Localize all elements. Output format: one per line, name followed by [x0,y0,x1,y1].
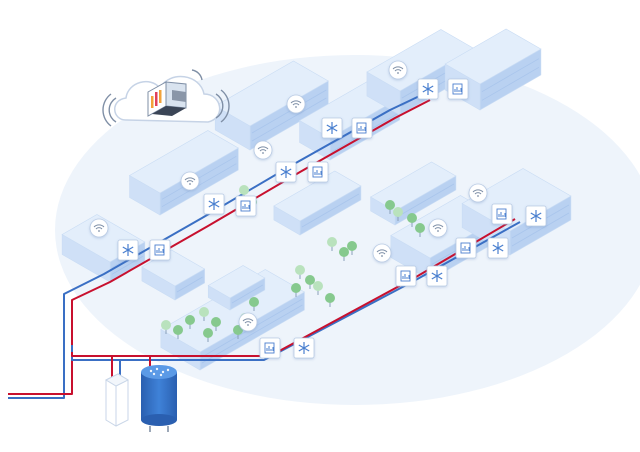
bar-chart-meter-icon [351,117,373,139]
tree [295,265,305,279]
building-south [160,269,306,371]
wifi-icon [388,60,408,80]
bar-chart-meter-icon [149,239,171,261]
building-central [273,170,362,236]
tree [327,237,337,251]
tree [203,328,213,342]
tree [211,317,221,331]
snowflake-icon [117,239,139,261]
tree [291,283,301,297]
heat-pump-unit [104,373,130,427]
tree [393,207,403,221]
bar-chart-meter-icon [491,203,513,225]
wifi-icon [428,218,448,238]
wifi-icon [89,218,109,238]
tree [199,307,209,321]
snowflake-icon [426,265,448,287]
workstation-icon [147,81,187,117]
wifi-icon [286,94,306,114]
bar-chart-meter-icon [307,161,329,183]
wifi-icon [238,312,258,332]
building-north-center [214,60,329,151]
wifi-icon [180,171,200,191]
tree [407,213,417,227]
bar-chart-meter-icon [259,337,281,359]
building-west-annex [141,249,206,301]
tree [313,281,323,295]
tree [173,325,183,339]
trees-layer [161,185,425,342]
wifi-icon [372,243,392,263]
tree [305,275,315,289]
snowflake-icon [525,205,547,227]
bar-chart-meter-icon [455,237,477,259]
tree [161,320,171,334]
bar-chart-meter-icon [447,78,469,100]
tree [249,297,259,311]
device-icons-layer [89,60,547,359]
bar-chart-meter-icon [395,265,417,287]
snowflake-icon [203,193,225,215]
tree [339,247,349,261]
tree [385,200,395,214]
building-south-annex [207,265,266,311]
snowflake-icon [417,78,439,100]
snowflake-icon [293,337,315,359]
wifi-icon [468,183,488,203]
wifi-icon [253,140,273,160]
bar-chart-meter-icon [235,195,257,217]
tree [185,315,195,329]
snowflake-icon [487,237,509,259]
building-central-east [370,161,457,226]
thermal-storage-tank [141,365,177,432]
tree [347,241,357,255]
tree [415,223,425,237]
snowflake-icon [321,117,343,139]
tree [325,293,335,307]
snowflake-icon [275,161,297,183]
